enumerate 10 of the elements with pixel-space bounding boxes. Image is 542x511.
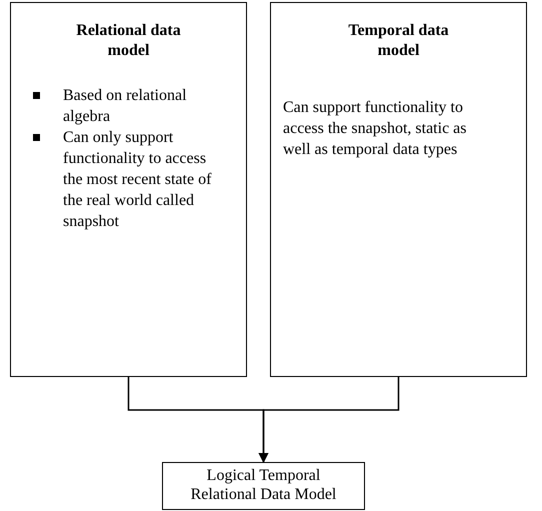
box-heading: Relational data model (75, 21, 182, 61)
box-label: Logical Temporal Relational Data Model (190, 466, 338, 504)
bullet-text: Based on relational algebra (63, 86, 188, 127)
bullet-text: Can only support functionality to access the most recent state of the real world called snapshot (63, 128, 212, 232)
box-heading: Temporal data model (347, 21, 450, 61)
body-text: Can support functionality to access the snapshot, static as well as temporal data types (283, 98, 468, 160)
text-box (270, 2, 527, 377)
text-box (10, 2, 247, 377)
connector-arrow (258, 377, 400, 463)
text-box (162, 462, 365, 510)
